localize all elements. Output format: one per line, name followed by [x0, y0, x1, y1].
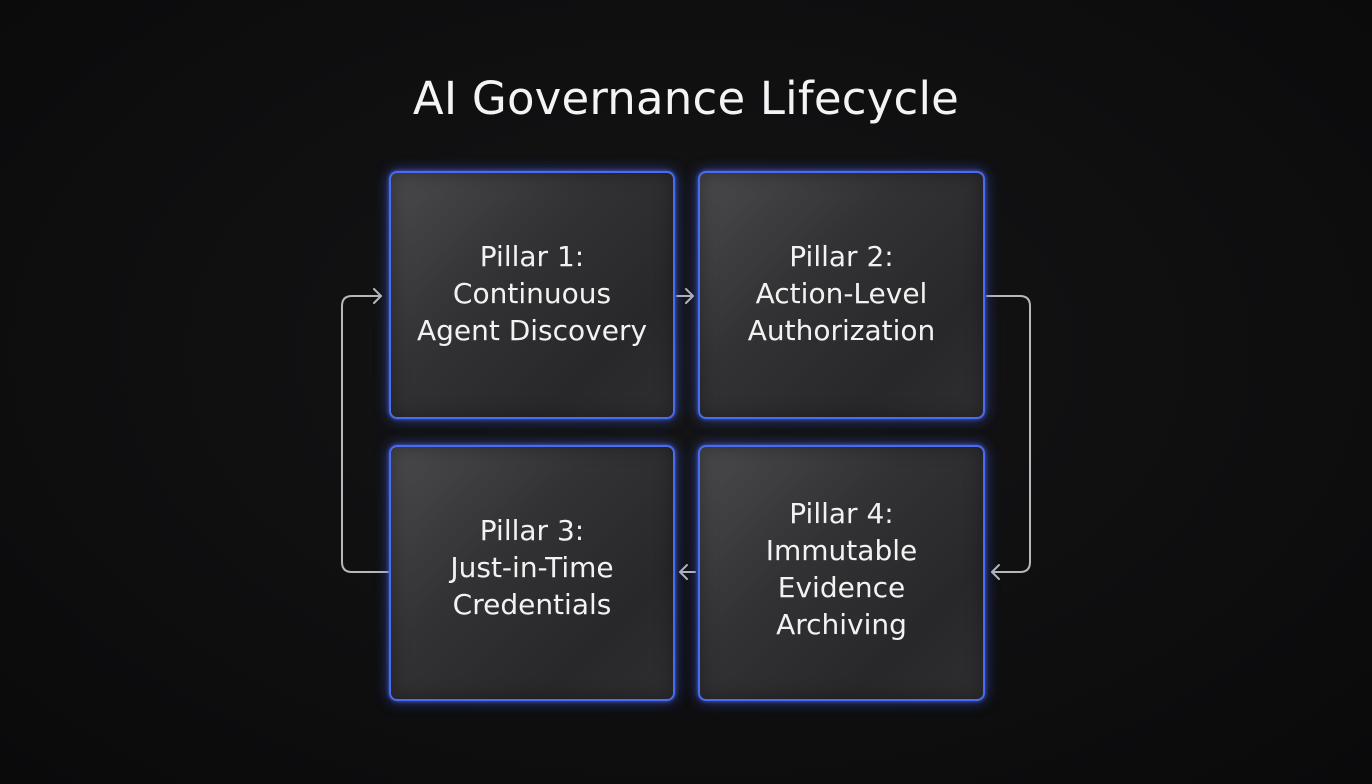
pillar-2-label: Pillar 2: Action-Level Authorization: [747, 239, 936, 347]
pillar-3-label: Pillar 3: Just-in-Time Credentials: [450, 513, 614, 621]
pillar-3-box: Pillar 3: Just-in-Time Credentials: [389, 445, 675, 701]
pillar-2-box: Pillar 2: Action-Level Authorization: [698, 171, 985, 419]
arrow-p2-to-p4: [986, 295, 1031, 580]
pillar-4-box: Pillar 4: Immutable Evidence Archiving: [698, 445, 985, 701]
arrow-p4-to-p3: [679, 564, 696, 580]
pillar-1-label: Pillar 1: Continuous Agent Discovery: [416, 239, 648, 347]
pillar-4-label: Pillar 4: Immutable Evidence Archiving: [765, 497, 918, 641]
arrow-p1-to-p2: [676, 288, 694, 304]
pillar-1-box: Pillar 1: Continuous Agent Discovery: [389, 171, 675, 419]
diagram-title: AI Governance Lifecycle: [412, 72, 960, 125]
arrow-p3-to-p1: [341, 288, 389, 573]
